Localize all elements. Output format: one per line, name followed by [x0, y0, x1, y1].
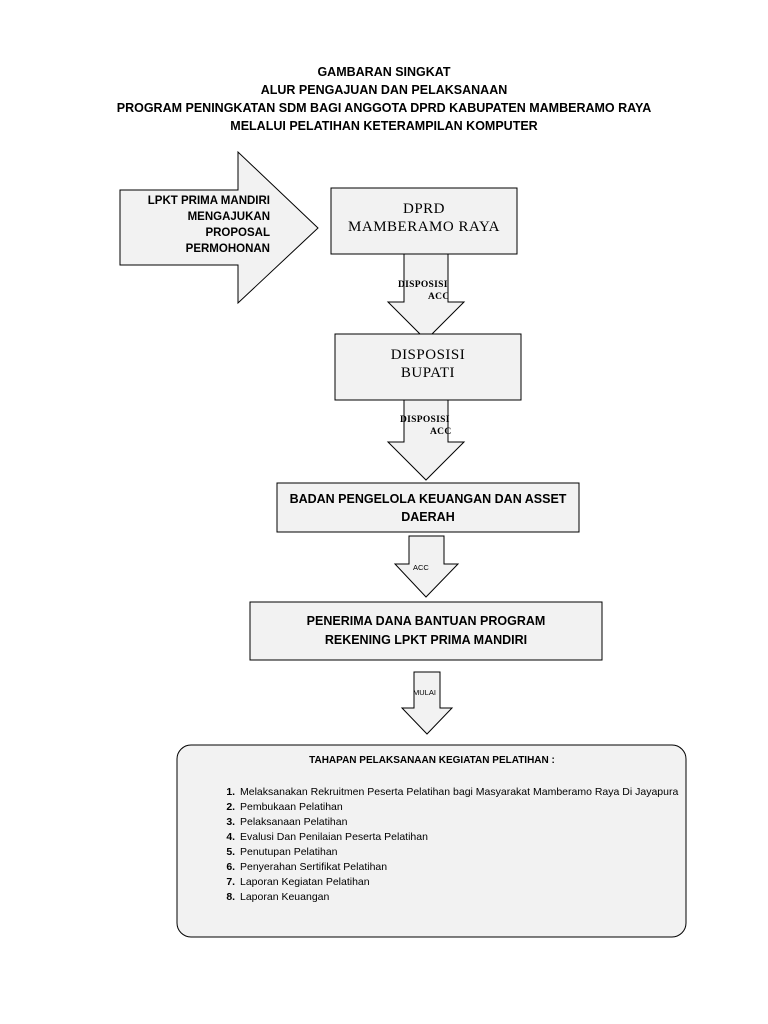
proposal-arrow-label: LPKT PRIMA MANDIRI MENGAJUKAN PROPOSAL P… [126, 193, 270, 257]
arrow-mulai-label: MULAI [413, 688, 436, 697]
proposal-line-2: MENGAJUKAN [187, 211, 270, 223]
steps-item-1: Melaksanakan Rekruitmen Peserta Pelatiha… [238, 785, 698, 800]
box-penerima-line-1: PENERIMA DANA BANTUAN PROGRAM [306, 614, 546, 628]
arrow-2-line-1: DISPOSISI [400, 415, 450, 425]
arrow-1-line-1: DISPOSISI [398, 280, 448, 290]
box-bpkad-line-1: BADAN PENGELOLA KEUANGAN DAN ASSET [289, 491, 567, 506]
title-line-1: GAMBARAN SINGKAT [317, 65, 451, 79]
arrow-mulai-shape [400, 671, 454, 735]
page-title: GAMBARAN SINGKAT ALUR PENGAJUAN DAN PELA… [0, 63, 768, 135]
box-bpkad: BADAN PENGELOLA KEUANGAN DAN ASSET DAERA… [277, 483, 579, 532]
proposal-line-1: LPKT PRIMA MANDIRI [147, 195, 270, 207]
box-dprd: DPRD MAMBERAMO RAYA [331, 188, 517, 248]
steps-list: Melaksanakan Rekruitmen Peserta Pelatiha… [202, 785, 698, 905]
arrow-acc-shape [393, 535, 460, 598]
steps-item-2: Pembukaan Pelatihan [238, 800, 698, 815]
proposal-arrow-shape [119, 150, 319, 305]
box-dprd-line-1: DPRD [402, 201, 445, 217]
box-bupati-shape [334, 333, 522, 401]
arrow-disposisi-2-shape [386, 399, 466, 481]
arrow-disposisi-2-label: DISPOSISI ACC [400, 414, 460, 438]
proposal-line-3: PROPOSAL [205, 227, 270, 239]
steps-item-7: Laporan Kegiatan Pelatihan [238, 875, 698, 890]
steps-item-8: Laporan Keuangan [238, 890, 698, 905]
box-penerima-shape [249, 601, 603, 661]
title-line-3: PROGRAM PENINGKATAN SDM BAGI ANGGOTA DPR… [116, 101, 652, 115]
steps-box-shape [176, 744, 687, 938]
box-penerima: PENERIMA DANA BANTUAN PROGRAM REKENING L… [250, 602, 602, 660]
box-bpkad-line-2: DAERAH [401, 509, 455, 524]
title-line-2: ALUR PENGAJUAN DAN PELAKSANAAN [260, 83, 508, 97]
arrow-disposisi-1-label: DISPOSISI ACC [398, 279, 458, 303]
box-bupati-line-2: BUPATI [400, 365, 456, 381]
box-dprd-line-2: MAMBERAMO RAYA [348, 219, 500, 235]
arrow-2-line-2: ACC [430, 427, 452, 437]
arrow-1-line-2: ACC [428, 292, 450, 302]
box-dprd-shape [330, 187, 518, 255]
box-bupati-line-1: DISPOSISI [390, 347, 466, 363]
steps-item-5: Penutupan Pelatihan [238, 845, 698, 860]
arrow-acc-label: ACC [413, 563, 429, 572]
proposal-line-4: PERMOHONAN [185, 243, 270, 255]
arrow-disposisi-1-shape [386, 253, 466, 341]
box-bupati: DISPOSISI BUPATI [335, 334, 521, 394]
steps-item-6: Penyerahan Sertifikat Pelatihan [238, 860, 698, 875]
steps-item-3: Pelaksanaan Pelatihan [238, 815, 698, 830]
title-line-4: MELALUI PELATIHAN KETERAMPILAN KOMPUTER [230, 119, 538, 133]
box-bpkad-shape [276, 482, 580, 533]
box-penerima-line-2: REKENING LPKT PRIMA MANDIRI [324, 633, 528, 647]
steps-item-4: Evalusi Dan Penilaian Peserta Pelatihan [238, 830, 698, 845]
steps-title: TAHAPAN PELAKSANAAN KEGIATAN PELATIHAN : [309, 755, 555, 766]
